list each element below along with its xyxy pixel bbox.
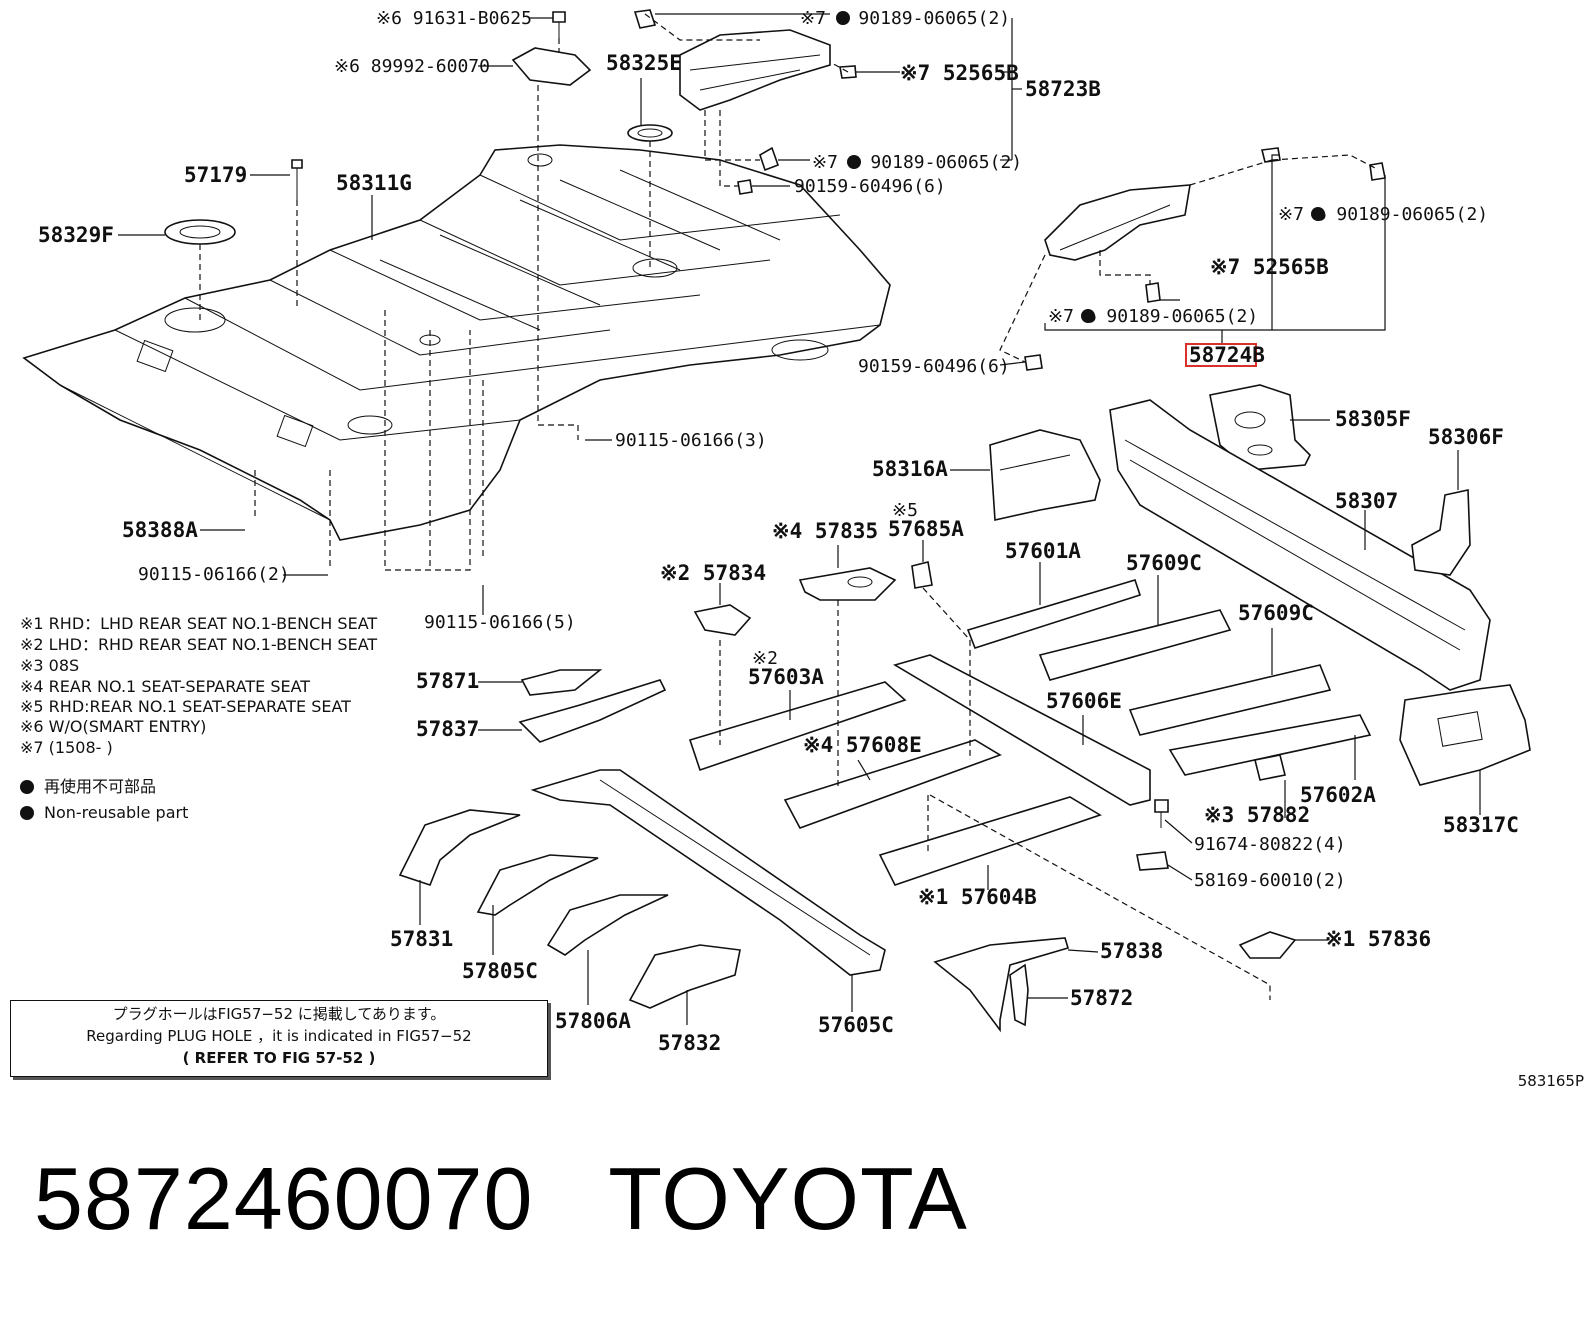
label-57685A-note: ※5 (892, 500, 918, 521)
label-91674-80822: 91674-80822(4) (1194, 834, 1346, 855)
assembly-dashed-lines (199, 13, 1376, 1000)
label-58317C: 58317C (1443, 813, 1519, 837)
plug-note-line-2: Regarding PLUG HOLE ，it is indicated in … (86, 1027, 472, 1045)
label-90189-06065-d: ※7 ● 90189-06065(2) (1048, 306, 1258, 327)
footnote-3: ※3 08S (20, 656, 80, 675)
label-57604B: ※1 57604B (918, 885, 1037, 909)
label-57806A: 57806A (555, 1009, 631, 1033)
footnote-2: ※2 LHD：RHD REAR SEAT NO.1-BENCH SEAT (20, 635, 378, 654)
label-58329F: 58329F (38, 223, 114, 247)
label-57685A: 57685A (888, 517, 964, 541)
label-52565B-b: ※7 52565B (1210, 255, 1329, 279)
label-57837: 57837 (416, 717, 479, 741)
parts-diagram: ※6 91631-B0625 ※6 89992-60070 58325E ※7 … (22, 8, 1531, 1055)
floor-pan-58311G (22, 144, 891, 541)
label-90115-06166-5: 90115-06166(5) (424, 612, 576, 633)
label-57832: 57832 (658, 1031, 721, 1055)
label-90189-06065-c: ※7 ● 90189-06065(2) (1278, 204, 1488, 225)
label-91631-B0625: ※6 91631-B0625 (376, 8, 532, 29)
footnote-7: ※7 (1508- ) (20, 738, 113, 757)
label-57882: ※3 57882 (1204, 803, 1310, 827)
label-57605C: 57605C (818, 1013, 894, 1037)
footer-title: 5872460070 TOYOTA (34, 1148, 968, 1250)
label-57872: 57872 (1070, 986, 1133, 1010)
label-52565B-a: ※7 52565B (900, 61, 1019, 85)
cross-members (688, 561, 1372, 886)
label-58306F: 58306F (1428, 425, 1504, 449)
label-58169-60010: 58169-60010(2) (1194, 870, 1346, 891)
label-57831: 57831 (390, 927, 453, 951)
footnote-1: ※1 RHD：LHD REAR SEAT NO.1-BENCH SEAT (20, 614, 378, 633)
label-57179: 57179 (184, 163, 247, 187)
label-89992-60070: ※6 89992-60070 (334, 56, 490, 77)
label-90159-60496-b: 90159-60496(6) (858, 356, 1010, 377)
label-57601A: 57601A (1005, 539, 1081, 563)
label-58316A: 58316A (872, 457, 948, 481)
label-58724B: 58724B (1189, 343, 1265, 367)
label-58311G: 58311G (336, 171, 412, 195)
legend-en: Non-reusable part (20, 803, 188, 823)
members-left-lower (398, 669, 1297, 1033)
label-57838: 57838 (1100, 939, 1163, 963)
footnote-4: ※4 REAR NO.1 SEAT-SEPARATE SEAT (20, 677, 311, 696)
label-58305F: 58305F (1335, 407, 1411, 431)
label-57602A: 57602A (1300, 783, 1376, 807)
label-58388A: 58388A (122, 518, 198, 542)
footnote-5: ※5 RHD:REAR NO.1 SEAT-SEPARATE SEAT (20, 697, 351, 716)
label-57805C: 57805C (462, 959, 538, 983)
nonreusable-markers (836, 11, 1325, 323)
label-57608E: ※4 57608E (803, 733, 922, 757)
label-57609C-a: 57609C (1126, 551, 1202, 575)
label-90115-06166-3: 90115-06166(3) (615, 430, 767, 451)
small-parts-top (164, 9, 857, 245)
label-90189-06065-b: ※7 ● 90189-06065(2) (812, 152, 1022, 173)
label-58307: 58307 (1335, 489, 1398, 513)
label-57609C-b: 57609C (1238, 601, 1314, 625)
label-90115-06166-2: 90115-06166(2) (138, 564, 290, 585)
label-57834: ※2 57834 (660, 561, 766, 585)
drawing-number: 583165P (1517, 1072, 1584, 1090)
leader-lines (118, 13, 1481, 1025)
label-57603A: 57603A (748, 665, 824, 689)
nonreusable-dot-icon (20, 806, 34, 820)
legend-jp: 再使用不可部品 (20, 777, 156, 797)
part-labels: ※6 91631-B0625 ※6 89992-60070 58325E ※7 … (38, 8, 1519, 1055)
label-57606E: 57606E (1046, 689, 1122, 713)
label-57836: ※1 57836 (1325, 927, 1431, 951)
plug-hole-note: プラグホールはFIG57−52 に掲載してあります。 Regarding PLU… (10, 1000, 548, 1077)
bracket-58724B (1024, 147, 1386, 371)
nonreusable-dot-icon (20, 780, 34, 794)
label-57603A-note: ※2 (752, 648, 778, 669)
label-90189-06065-a: ※7 ● 90189-06065(2) (800, 8, 1010, 29)
plug-note-line-1: プラグホールはFIG57−52 に掲載してあります。 (112, 1005, 446, 1023)
plug-note-line-3: ( REFER TO FIG 57-52 ) (182, 1049, 376, 1067)
footer-part-number: 5872460070 (34, 1149, 534, 1248)
footnote-6: ※6 W/O(SMART ENTRY) (20, 717, 207, 736)
label-90159-60496-a: 90159-60496(6) (794, 176, 946, 197)
highlighted-part-58724B: 58724B (1185, 343, 1265, 367)
side-members-right (989, 384, 1531, 786)
label-57871: 57871 (416, 669, 479, 693)
label-58723B: 58723B (1025, 77, 1101, 101)
label-58325E: 58325E (606, 51, 682, 75)
label-57835: ※4 57835 (772, 519, 878, 543)
footer-brand: TOYOTA (608, 1149, 968, 1248)
